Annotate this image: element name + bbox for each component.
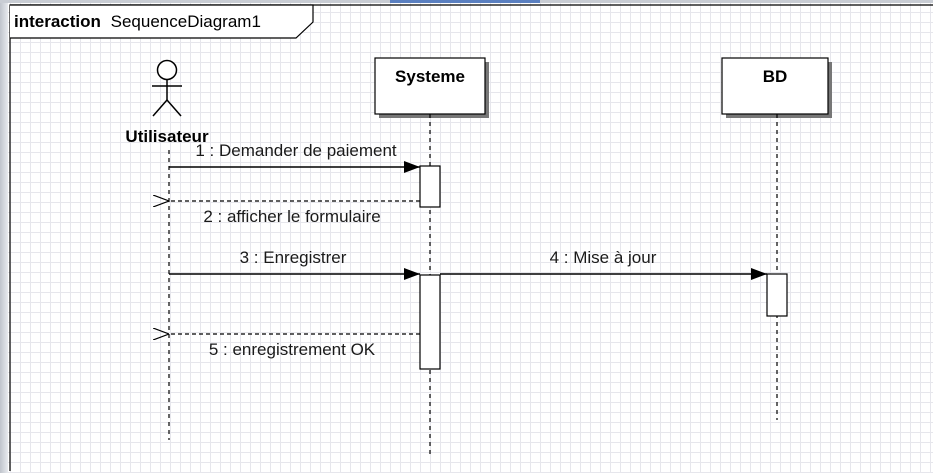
frame-keyword: interaction — [14, 12, 101, 31]
message-label: 4 : Mise à jour — [550, 248, 657, 267]
message-3[interactable]: 3 : Enregistrer — [169, 248, 420, 280]
window-top-accent — [390, 0, 540, 3]
frame-title: interaction SequenceDiagram1 — [14, 12, 261, 31]
participant-name-systeme: Systeme — [395, 67, 465, 86]
message-label: 5 : enregistrement OK — [209, 340, 376, 359]
participant-systeme[interactable]: Systeme — [374, 57, 489, 455]
interaction-frame[interactable]: interaction SequenceDiagram1 — [9, 4, 933, 471]
actor-stick-figure-icon — [156, 59, 178, 81]
activation-bar-systeme-1[interactable] — [419, 165, 441, 208]
message-4[interactable]: 4 : Mise à jour — [440, 248, 767, 280]
message-5[interactable]: 5 : enregistrement OK — [169, 334, 420, 359]
frame-name: SequenceDiagram1 — [111, 12, 261, 31]
participant-name-bd: BD — [763, 67, 788, 86]
actor-right-leg — [166, 99, 182, 117]
participant-utilisateur[interactable]: Utilisateur — [125, 59, 209, 441]
message-label: 1 : Demander de paiement — [195, 141, 397, 160]
activation-bar-bd[interactable] — [766, 273, 788, 317]
participant-box-systeme — [374, 57, 486, 115]
participant-name-utilisateur: Utilisateur — [125, 127, 209, 146]
message-label: 3 : Enregistrer — [240, 248, 347, 267]
participant-bd[interactable]: BD — [721, 57, 832, 420]
actor-left-leg — [152, 99, 168, 117]
window-left-edge — [0, 0, 8, 473]
message-2[interactable]: 2 : afficher le formulaire — [169, 201, 420, 226]
participant-box-bd — [721, 57, 829, 115]
activation-bar-systeme-2[interactable] — [419, 274, 441, 370]
message-label: 2 : afficher le formulaire — [203, 207, 380, 226]
frame-title-tab — [10, 4, 314, 39]
message-1[interactable]: 1 : Demander de paiement — [169, 141, 420, 173]
